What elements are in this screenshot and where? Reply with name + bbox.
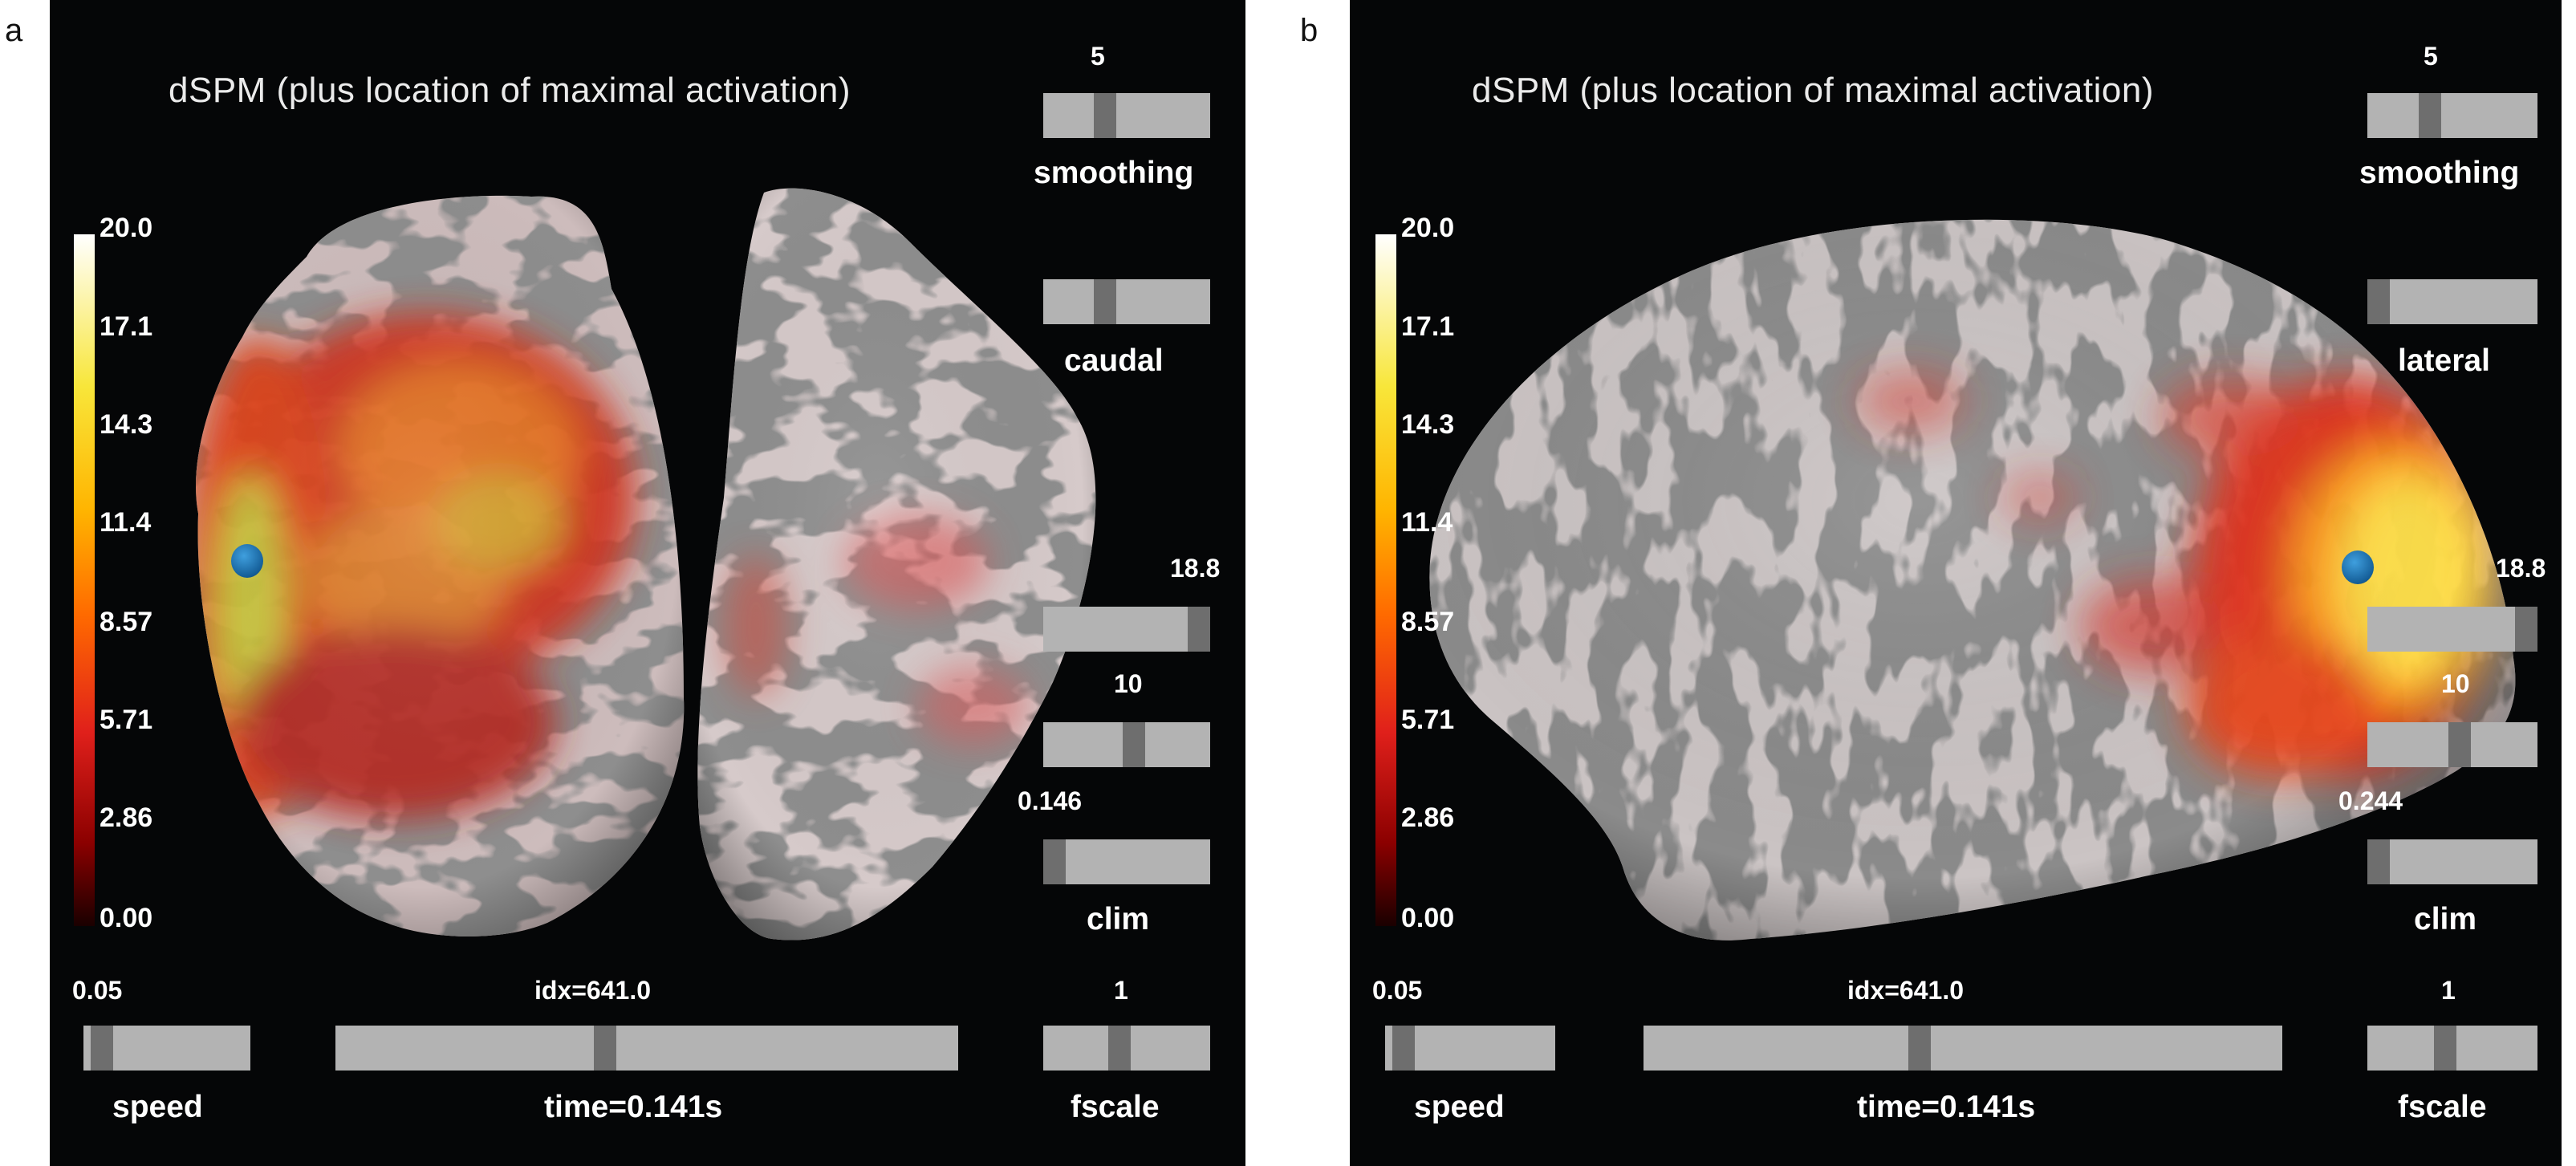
colorbar-tick: 17.1: [1401, 311, 1455, 342]
smoothing-slider[interactable]: [2367, 93, 2537, 138]
colorbar-tick: 2.86: [100, 802, 153, 833]
view-label: lateral: [2398, 343, 2490, 378]
colorbar-tick: 5.71: [1401, 705, 1455, 735]
fscale-label: fscale: [2398, 1090, 2487, 1124]
colorbar-tick: 0.00: [1401, 903, 1455, 933]
colorbar: [74, 234, 95, 926]
clim-mid-slider[interactable]: [2367, 722, 2537, 767]
time-slider[interactable]: [335, 1026, 958, 1071]
slider-handle[interactable]: [2434, 1026, 2456, 1071]
colorbar-tick: 14.3: [100, 409, 153, 440]
smoothing-value: 5: [2424, 42, 2438, 71]
smoothing-label: smoothing: [2359, 156, 2520, 190]
colorbar-tick: 11.4: [1401, 507, 1453, 538]
colorbar-tick: 2.86: [1401, 802, 1455, 833]
time-index-value: idx=641.0: [534, 976, 651, 1005]
colorbar-tick: 14.3: [1401, 409, 1455, 440]
max-activation-marker: [2342, 550, 2374, 584]
slider-handle[interactable]: [2367, 839, 2390, 884]
speed-label: speed: [1414, 1090, 1505, 1124]
clim-lower-slider[interactable]: [2367, 839, 2537, 884]
clim-lower-slider[interactable]: [1043, 839, 1210, 884]
colorbar: [1375, 234, 1396, 926]
slider-handle[interactable]: [1188, 607, 1210, 652]
time-label: time=0.141s: [1857, 1090, 2036, 1124]
smoothing-label: smoothing: [1034, 156, 1194, 190]
colorbar-tick: 5.71: [100, 705, 153, 735]
speed-value: 0.05: [72, 976, 123, 1005]
slider-handle[interactable]: [2448, 722, 2471, 767]
smoothing-slider[interactable]: [1043, 93, 1210, 138]
clim-mid-slider[interactable]: [1043, 722, 1210, 767]
clim-upper-value: 18.8: [2496, 554, 2546, 583]
speed-value: 0.05: [1372, 976, 1423, 1005]
clim-upper-slider[interactable]: [2367, 607, 2537, 652]
clim-mid-value: 10: [2441, 669, 2470, 698]
panel-title: dSPM (plus location of maximal activatio…: [169, 71, 851, 110]
panel-letter-a: a: [5, 13, 23, 48]
time-slider[interactable]: [1644, 1026, 2282, 1071]
smoothing-value: 5: [1091, 42, 1105, 71]
view-label: caudal: [1064, 343, 1164, 378]
fscale-label: fscale: [1071, 1090, 1160, 1124]
fscale-slider[interactable]: [1043, 1026, 1210, 1071]
colorbar-tick: 0.00: [100, 903, 153, 933]
clim-upper-value: 18.8: [1170, 554, 1221, 583]
slider-handle[interactable]: [2419, 93, 2441, 138]
fscale-value: 1: [1114, 976, 1128, 1005]
time-label: time=0.141s: [544, 1090, 723, 1124]
colorbar-tick: 8.57: [100, 607, 153, 637]
colorbar-tick: 8.57: [1401, 607, 1455, 637]
speed-slider[interactable]: [83, 1026, 250, 1071]
colorbar-tick: 20.0: [100, 213, 153, 243]
slider-handle[interactable]: [594, 1026, 616, 1071]
colorbar-tick: 20.0: [1401, 213, 1455, 243]
slider-handle[interactable]: [1094, 93, 1116, 138]
view-slider[interactable]: [2367, 279, 2537, 324]
slider-handle[interactable]: [1123, 722, 1145, 767]
clim-lower-value: 0.244: [2338, 786, 2403, 815]
clim-label: clim: [2414, 902, 2477, 936]
slider-handle[interactable]: [1392, 1026, 1415, 1071]
panel-b-viewer: dSPM (plus location of maximal activatio…: [1350, 0, 2562, 1166]
slider-handle[interactable]: [1094, 279, 1116, 324]
panel-a-viewer: dSPM (plus location of maximal activatio…: [50, 0, 1245, 1166]
speed-label: speed: [112, 1090, 203, 1124]
fscale-value: 1: [2441, 976, 2456, 1005]
slider-handle[interactable]: [1108, 1026, 1131, 1071]
brain-render-caudal[interactable]: [50, 0, 1245, 1166]
time-index-value: idx=641.0: [1847, 976, 1964, 1005]
clim-upper-slider[interactable]: [1043, 607, 1210, 652]
panel-letter-b: b: [1300, 13, 1318, 48]
panel-title: dSPM (plus location of maximal activatio…: [1472, 71, 2154, 110]
clim-lower-value: 0.146: [1018, 786, 1083, 815]
view-slider[interactable]: [1043, 279, 1210, 324]
speed-slider[interactable]: [1385, 1026, 1555, 1071]
slider-handle[interactable]: [1043, 839, 1066, 884]
colorbar-tick: 17.1: [100, 311, 153, 342]
clim-mid-value: 10: [1114, 669, 1143, 698]
max-activation-marker: [231, 544, 263, 578]
clim-label: clim: [1087, 902, 1150, 936]
slider-handle[interactable]: [91, 1026, 113, 1071]
slider-handle[interactable]: [2367, 279, 2390, 324]
colorbar-tick: 11.4: [100, 507, 152, 538]
fscale-slider[interactable]: [2367, 1026, 2537, 1071]
slider-handle[interactable]: [2515, 607, 2537, 652]
slider-handle[interactable]: [1908, 1026, 1931, 1071]
